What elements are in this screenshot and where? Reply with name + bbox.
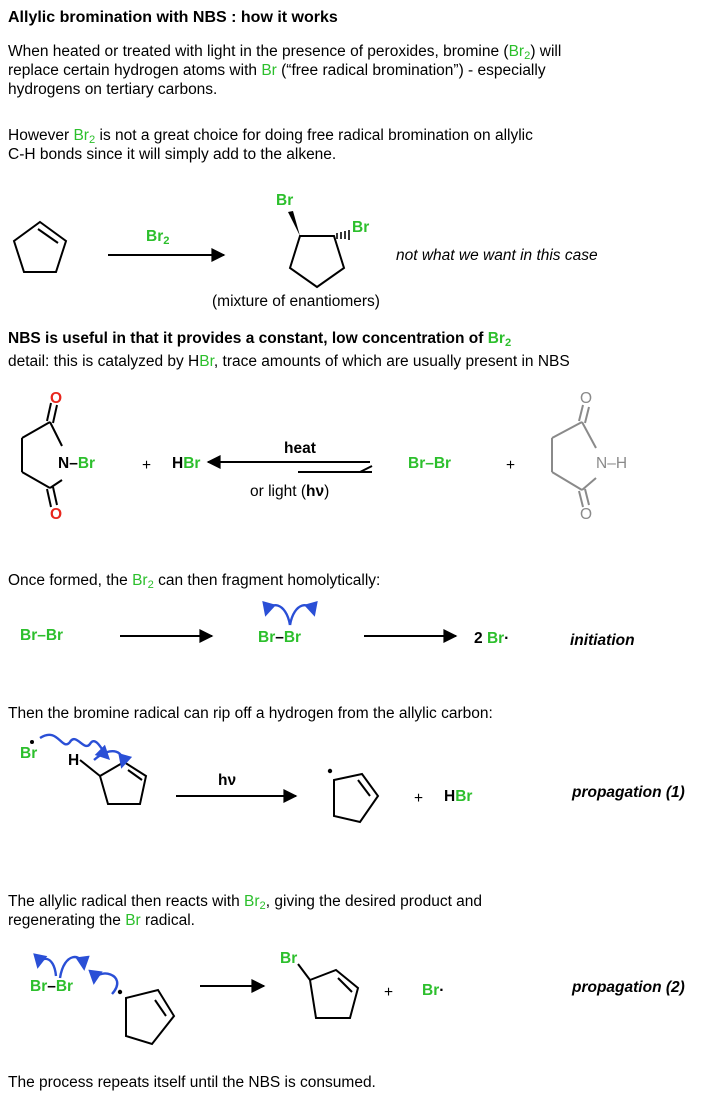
propagation1-sentence: Then the bromine radical can rip off a h… [8, 705, 493, 722]
reagent-br2: Br2 [146, 228, 170, 247]
nbs-structure [21, 402, 63, 508]
regenerated-br-radical: Br· [422, 982, 445, 999]
dibromocyclopentane-structure [288, 235, 346, 289]
succinimide-o-bottom: O [580, 506, 593, 523]
intro-line-5: C-H bonds since it will simply add to th… [8, 146, 337, 163]
hbr-label: HBr [172, 455, 201, 472]
light-label: or light (hν) [250, 483, 330, 500]
intro-line-1: When heated or treated with light in the… [8, 43, 562, 62]
intro-line-2: replace certain hydrogen atoms with Br (… [8, 62, 546, 79]
allylic-h-cyclopentene [79, 759, 148, 805]
allylic-radical-structure [333, 772, 380, 824]
not-wanted-caption: not what we want in this case [396, 247, 598, 264]
radical-dot [327, 768, 333, 774]
footer-sentence: The process repeats itself until the NBS… [8, 1074, 376, 1091]
succinimide-structure [551, 404, 597, 508]
nbs-heading: NBS is useful in that it provides a cons… [8, 330, 512, 349]
br-radical-label: Br [20, 745, 38, 762]
bond-breaking-curly-arrow [93, 749, 133, 769]
intro-line-4: However Br2 is not a great choice for do… [8, 127, 533, 146]
hbr-byproduct: HBr [444, 788, 473, 805]
heat-label: heat [284, 440, 316, 457]
two-br-radicals: 2 Br· [474, 630, 510, 647]
nbs-o-top: O [50, 390, 63, 407]
br-right-label: Br [352, 219, 370, 236]
mixture-caption: (mixture of enantiomers) [212, 293, 380, 310]
initiation-label: initiation [570, 632, 635, 649]
nbs-o-bottom: O [50, 506, 63, 523]
nbs-detail: detail: this is catalyzed by HBr, trace … [8, 353, 570, 370]
allyl-bromide-product [297, 963, 360, 1019]
initiation-br-br: Br–Br [20, 627, 64, 644]
propagation2-label: propagation (2) [572, 979, 685, 996]
nbs-n-br: N–Br [58, 455, 96, 472]
plus-sign-4: + [384, 984, 394, 1001]
propagation1-label: propagation (1) [572, 784, 685, 801]
br-top-label: Br [276, 192, 294, 209]
page-title: Allylic bromination with NBS : how it wo… [8, 9, 338, 26]
br-br-attack-arrows [33, 953, 119, 995]
br-radical-dot [30, 740, 34, 744]
homolysis-fishhook-arrows [262, 600, 318, 626]
fragment-sentence: Once formed, the Br2 can then fragment h… [8, 572, 381, 591]
allylic-radical-reactant [125, 988, 176, 1046]
hash-bond [336, 230, 350, 240]
hv-label: hν [218, 772, 237, 789]
succinimide-nh: N–H [596, 455, 628, 472]
plus-sign-2: + [506, 457, 516, 474]
plus-sign-3: + [414, 790, 424, 807]
succinimide-o-top: O [580, 390, 593, 407]
allylic-h-label: H [68, 752, 80, 769]
propagation2-sentence-2: regenerating the Br radical. [8, 912, 195, 929]
product-br-label: Br [280, 950, 298, 967]
wedge-bond [288, 211, 300, 236]
homolysis-br-br: Br–Br [258, 629, 302, 646]
br-br-product: Br–Br [408, 455, 452, 472]
plus-sign-1: + [142, 457, 152, 474]
h-abstraction-curly-arrow [39, 733, 111, 761]
intro-line-3: hydrogens on tertiary carbons. [8, 81, 218, 98]
cyclopentene-structure [12, 220, 68, 273]
reacting-br-br: Br–Br [30, 978, 74, 995]
propagation2-sentence-1: The allylic radical then reacts with Br2… [8, 893, 483, 912]
